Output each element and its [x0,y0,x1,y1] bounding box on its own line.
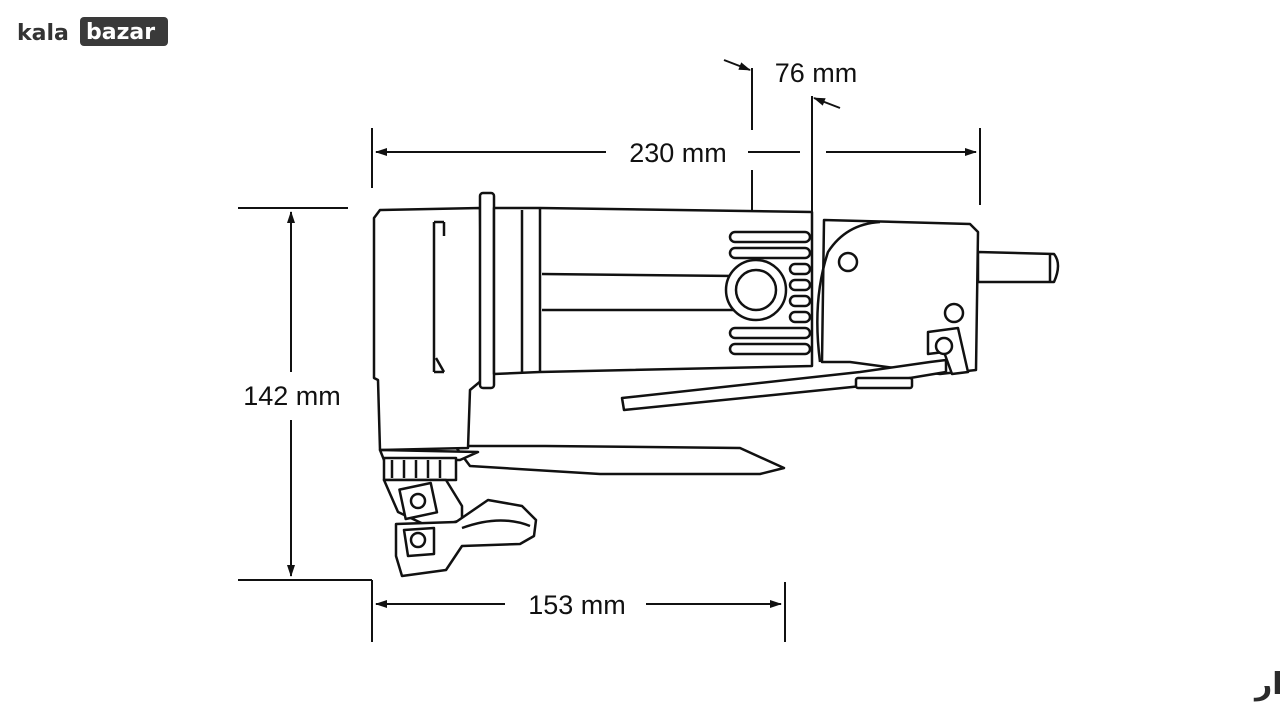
vent-slots [728,230,812,356]
gear-housing [372,206,484,452]
dimension-height-label: 142 mm [243,381,341,411]
dimension-depth-label: 76 mm [775,58,858,88]
screw-bottom [943,302,965,324]
brush-cap-inner [734,268,778,312]
logo-badge [80,17,168,46]
power-cord [976,250,1060,284]
logo-bazar-text: bazar [86,20,155,45]
kalabazar-logo: kala bazar [17,17,168,46]
lower-blade [453,444,786,476]
dimension-head-length-label: 153 mm [528,590,626,620]
shear-tool-outline [372,191,1060,578]
flange-ring [478,191,496,390]
lower-jaw [394,498,538,578]
screw-top [837,251,859,273]
logo-kala-text: kala [17,21,69,46]
trigger-lever [620,358,948,412]
blade-clamp [382,456,458,482]
switch-lock [854,376,914,390]
dimension-lines [238,59,981,642]
dimension-length-label: 230 mm [629,138,727,168]
logo-persian-text: کالابازار [1253,667,1280,702]
